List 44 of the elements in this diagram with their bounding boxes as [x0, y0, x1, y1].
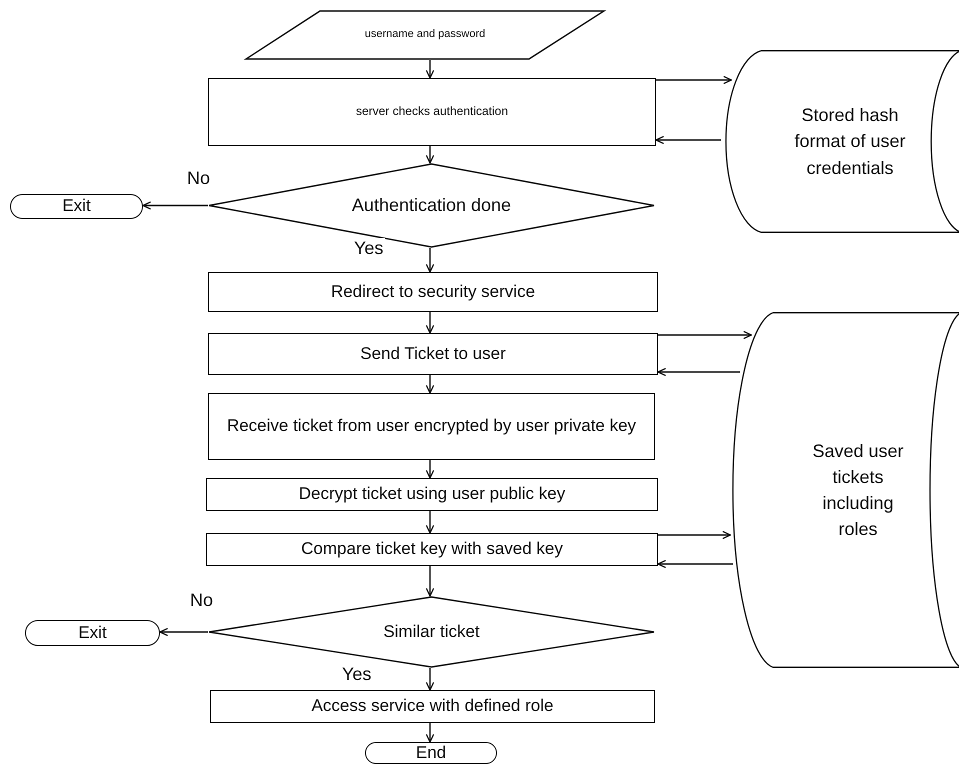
arrow	[657, 368, 740, 376]
node-label: Redirect to security service	[330, 280, 536, 303]
process-box	[210, 690, 655, 723]
node-label: Exit	[62, 195, 91, 218]
arrow	[426, 146, 434, 164]
node-label: Similar ticket	[383, 620, 480, 643]
terminator-pill	[25, 620, 160, 646]
node-label: End	[416, 742, 446, 764]
arrow	[426, 375, 434, 394]
arrow	[658, 530, 732, 540]
process-box	[208, 333, 658, 375]
arrow	[426, 60, 434, 79]
arrow	[658, 330, 752, 340]
node-label: Decrypt ticket using user public key	[298, 483, 566, 506]
process-box	[208, 272, 658, 312]
terminator-pill	[10, 194, 143, 219]
arrow	[655, 136, 721, 144]
arrow	[426, 723, 434, 743]
arrow	[159, 628, 208, 636]
arrow	[426, 460, 434, 479]
node-label: Exit	[78, 622, 107, 644]
node-label: Access service with defined role	[312, 695, 554, 718]
process-box	[208, 78, 656, 146]
node-label: Saved user tickets including roles	[811, 440, 905, 542]
node-label: Stored hash format of user credentials	[793, 104, 907, 180]
node-label: Authentication done	[352, 194, 512, 218]
node-label: server checks authentication	[356, 103, 508, 120]
input-parallelogram	[245, 10, 605, 60]
arrow	[426, 511, 434, 534]
process-box	[206, 533, 658, 566]
arrow	[426, 312, 434, 334]
node-label: username and password	[364, 27, 486, 42]
arrow	[426, 566, 434, 597]
arrow	[142, 201, 208, 210]
arrow	[426, 248, 434, 273]
node-label: Receive ticket from user encrypted by user private key	[226, 415, 636, 438]
process-box	[208, 393, 655, 460]
node-label: Compare ticket key with saved key	[301, 538, 563, 560]
arrow	[657, 560, 733, 568]
node-label: Send Ticket to user	[360, 342, 506, 365]
arrow	[426, 668, 434, 691]
process-box	[206, 478, 658, 511]
arrow	[656, 76, 732, 84]
terminator-pill	[365, 742, 497, 764]
